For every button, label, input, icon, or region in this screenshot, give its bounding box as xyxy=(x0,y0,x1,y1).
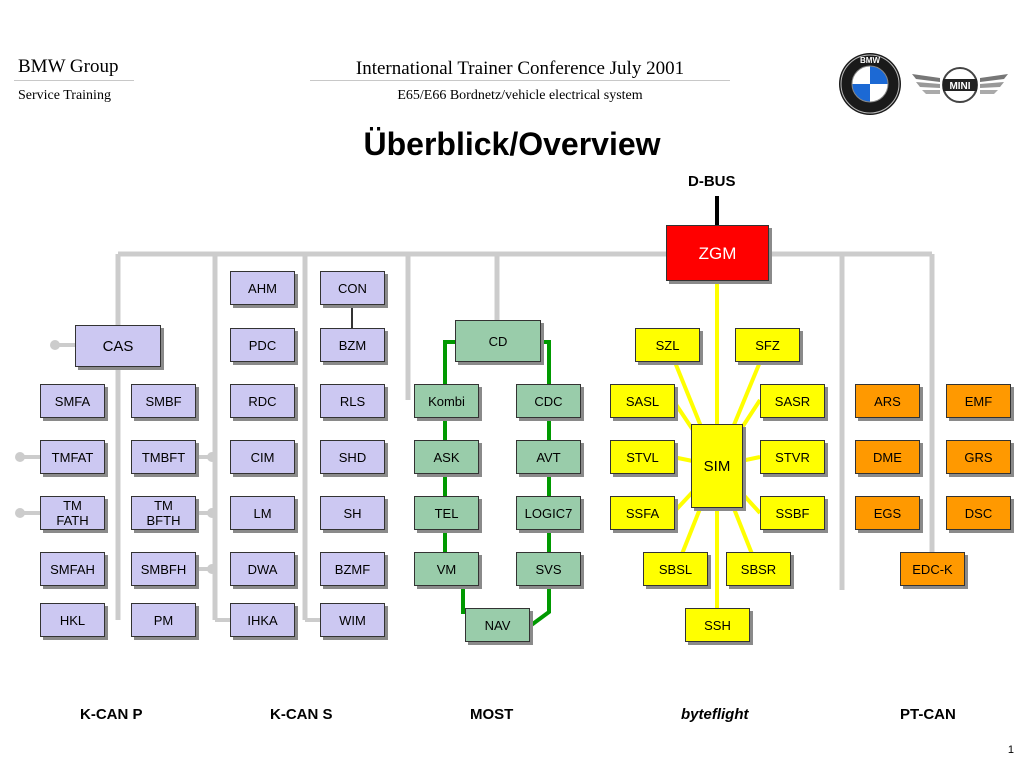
node-hkl[interactable]: HKL xyxy=(40,603,105,637)
node-szl[interactable]: SZL xyxy=(635,328,700,362)
node-stvr[interactable]: STVR xyxy=(760,440,825,474)
bus-label-ptcan: PT-CAN xyxy=(900,706,956,723)
bus-label-most: MOST xyxy=(470,706,514,723)
node-con[interactable]: CON xyxy=(320,271,385,305)
page-number: 1 xyxy=(1007,744,1014,756)
node-svs[interactable]: SVS xyxy=(516,552,581,586)
node-vm[interactable]: VM xyxy=(414,552,479,586)
bus-label-kcanp: K-CAN P xyxy=(80,706,143,723)
conference-subtitle: E65/E66 Bordnetz/vehicle electrical syst… xyxy=(397,88,643,103)
node-lm[interactable]: LM xyxy=(230,496,295,530)
node-ssbf[interactable]: SSBF xyxy=(760,496,825,530)
mini-logo-text: MINI xyxy=(949,81,970,92)
node-avt[interactable]: AVT xyxy=(516,440,581,474)
node-sbsr[interactable]: SBSR xyxy=(726,552,791,586)
page-title: Überblick/Overview xyxy=(363,126,661,162)
node-smfa[interactable]: SMFA xyxy=(40,384,105,418)
node-dwa[interactable]: DWA xyxy=(230,552,295,586)
bmw-logo-icon: BMW xyxy=(839,53,901,115)
node-ihka[interactable]: IHKA xyxy=(230,603,295,637)
node-edck[interactable]: EDC-K xyxy=(900,552,965,586)
node-kombi[interactable]: Kombi xyxy=(414,384,479,418)
node-rdc[interactable]: RDC xyxy=(230,384,295,418)
node-ssfa[interactable]: SSFA xyxy=(610,496,675,530)
node-ssh[interactable]: SSH xyxy=(685,608,750,642)
conference-title: International Trainer Conference July 20… xyxy=(355,58,685,79)
node-sim[interactable]: SIM xyxy=(691,424,743,508)
node-tmbfth[interactable]: TM BFTH xyxy=(131,496,196,530)
node-shd[interactable]: SHD xyxy=(320,440,385,474)
node-bzm[interactable]: BZM xyxy=(320,328,385,362)
mini-logo-icon: MINI xyxy=(912,67,1008,103)
node-pm[interactable]: PM xyxy=(131,603,196,637)
node-tmfath[interactable]: TM FATH xyxy=(40,496,105,530)
header-divider xyxy=(14,80,134,81)
bmw-logo-text: BMW xyxy=(860,56,880,65)
brand-subtitle: Service Training xyxy=(18,88,111,103)
node-ars[interactable]: ARS xyxy=(855,384,920,418)
node-egs[interactable]: EGS xyxy=(855,496,920,530)
node-ask[interactable]: ASK xyxy=(414,440,479,474)
node-sbsl[interactable]: SBSL xyxy=(643,552,708,586)
node-sasr[interactable]: SASR xyxy=(760,384,825,418)
dbus-label: D-BUS xyxy=(688,173,736,190)
node-dme[interactable]: DME xyxy=(855,440,920,474)
node-cdc[interactable]: CDC xyxy=(516,384,581,418)
node-cd[interactable]: CD xyxy=(455,320,541,362)
node-tmfat[interactable]: TMFAT xyxy=(40,440,105,474)
node-sfz[interactable]: SFZ xyxy=(735,328,800,362)
bus-label-kcans: K-CAN S xyxy=(270,706,333,723)
node-nav[interactable]: NAV xyxy=(465,608,530,642)
node-cas[interactable]: CAS xyxy=(75,325,161,367)
node-emf[interactable]: EMF xyxy=(946,384,1011,418)
node-tmbft[interactable]: TMBFT xyxy=(131,440,196,474)
node-grs[interactable]: GRS xyxy=(946,440,1011,474)
node-sasl[interactable]: SASL xyxy=(610,384,675,418)
brand-name: BMW Group xyxy=(18,56,119,77)
node-logic7[interactable]: LOGIC7 xyxy=(516,496,581,530)
node-stvl[interactable]: STVL xyxy=(610,440,675,474)
node-ahm[interactable]: AHM xyxy=(230,271,295,305)
node-smbfh[interactable]: SMBFH xyxy=(131,552,196,586)
node-wim[interactable]: WIM xyxy=(320,603,385,637)
node-pdc[interactable]: PDC xyxy=(230,328,295,362)
header-divider xyxy=(310,80,730,81)
node-bzmf[interactable]: BZMF xyxy=(320,552,385,586)
node-smbf[interactable]: SMBF xyxy=(131,384,196,418)
node-sh[interactable]: SH xyxy=(320,496,385,530)
node-smfah[interactable]: SMFAH xyxy=(40,552,105,586)
node-dsc[interactable]: DSC xyxy=(946,496,1011,530)
bus-label-byteflight: byteflight xyxy=(681,706,749,723)
node-zgm[interactable]: ZGM xyxy=(666,225,769,281)
node-tel[interactable]: TEL xyxy=(414,496,479,530)
node-rls[interactable]: RLS xyxy=(320,384,385,418)
node-cim[interactable]: CIM xyxy=(230,440,295,474)
